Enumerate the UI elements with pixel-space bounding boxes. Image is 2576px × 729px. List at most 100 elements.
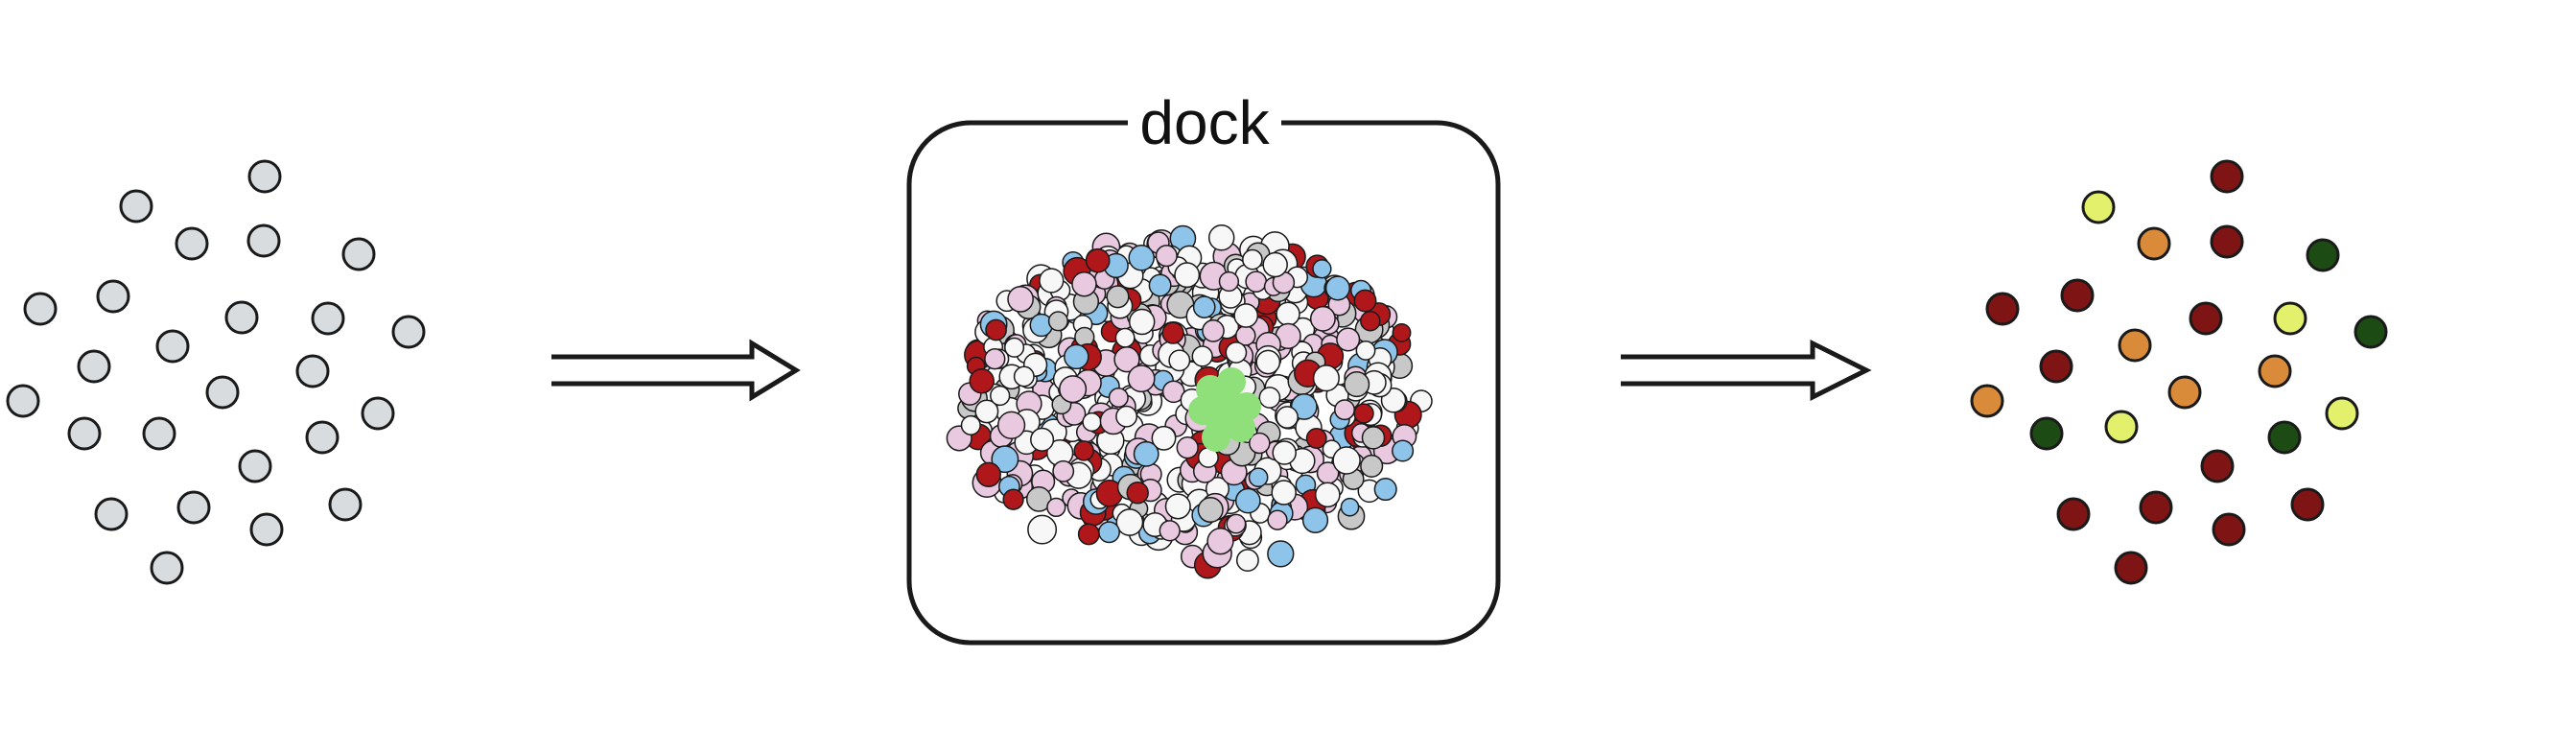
atom [984,348,1006,370]
atom [1052,459,1075,482]
atom [1047,311,1068,332]
scored-ligand-icon [2104,410,2139,444]
atom [1108,387,1129,409]
atom [1004,337,1025,358]
atom [1174,262,1201,289]
double-arrow-icon [551,339,801,402]
atom [1242,248,1263,270]
atom [1234,487,1261,514]
ligand-icon [96,279,130,314]
atom [1133,440,1159,467]
atom [1373,478,1397,502]
atom [1235,549,1259,573]
atom [1248,467,1269,488]
ligand-icon [142,416,176,451]
atom [1225,341,1248,364]
ligand-icon [311,301,345,336]
atom [1151,425,1177,451]
scored-ligand-icon [2139,490,2173,525]
atom [1353,289,1377,313]
atom [1233,303,1259,328]
atom [1085,247,1111,273]
scored-ligand-cluster [1970,159,2388,585]
atom [1059,375,1088,404]
atom [1030,427,1055,452]
atom [1334,399,1355,421]
scored-ligand-icon [2167,375,2202,410]
scored-ligand-icon [2306,238,2340,272]
input-ligand-cluster [6,159,426,585]
bound-ligand-atom [1202,423,1230,452]
atom [1039,268,1065,294]
atom [985,318,1007,341]
atom [1226,513,1247,534]
atom [1007,286,1034,313]
atom [1191,345,1213,367]
atom [1262,251,1288,278]
atom [1255,349,1281,375]
ligand-icon [305,420,340,455]
atom [1332,446,1361,475]
atom [975,461,1001,487]
atom [1392,322,1412,342]
atom [1115,405,1138,428]
ligand-icon [67,416,102,451]
atom [996,411,1026,439]
atom [1159,520,1181,542]
atom [960,414,981,435]
atom [974,399,999,424]
ligand-icon [341,237,376,271]
scored-ligand-icon [2114,551,2148,585]
scored-ligand-icon [2258,354,2292,388]
ligand-icon [247,159,282,194]
ligand-icon [224,300,259,335]
atom [1355,340,1376,361]
atom [969,367,995,394]
ligand-icon [249,512,284,547]
ligand-icon [6,384,40,418]
atom [1013,365,1035,388]
atom [1271,480,1297,506]
atom [1206,528,1234,555]
atom [1073,440,1094,461]
scored-ligand-icon [1970,384,2004,418]
atom [1361,426,1386,450]
scored-ligand-icon [2354,315,2388,349]
atom [1272,440,1297,465]
ligand-icon [77,349,111,384]
ligand-icon [119,189,153,223]
atom [1312,259,1332,279]
atom [1127,364,1156,393]
atom [1002,488,1024,510]
ligand-icon [176,490,211,525]
ligand-icon [295,354,330,388]
scored-ligand-icon [1985,292,2020,326]
atom [1128,308,1156,336]
ligand-icon [391,315,426,349]
atom [1360,310,1381,332]
atom [1309,305,1336,332]
atom [1301,506,1329,533]
atom [1082,412,1102,433]
atom [1218,270,1240,293]
atom [1353,403,1374,424]
protein-structure [946,224,1433,579]
atom [1164,493,1191,520]
ligand-icon [175,226,209,261]
atom [1267,540,1295,568]
scored-ligand-icon [2212,512,2246,547]
scored-ligand-icon [2060,278,2095,313]
bound-ligand-atom [1188,396,1217,425]
atom [1392,439,1415,462]
scored-ligand-icon [2118,328,2152,363]
dock-label: dock [1128,84,1281,161]
atom [1155,245,1178,268]
atom [991,445,1019,474]
scored-ligand-icon [2137,226,2171,261]
ligand-icon [150,551,184,585]
scored-ligand-icon [2290,487,2325,522]
atom [1027,514,1058,545]
atom [1106,285,1130,309]
atom [1046,497,1066,518]
